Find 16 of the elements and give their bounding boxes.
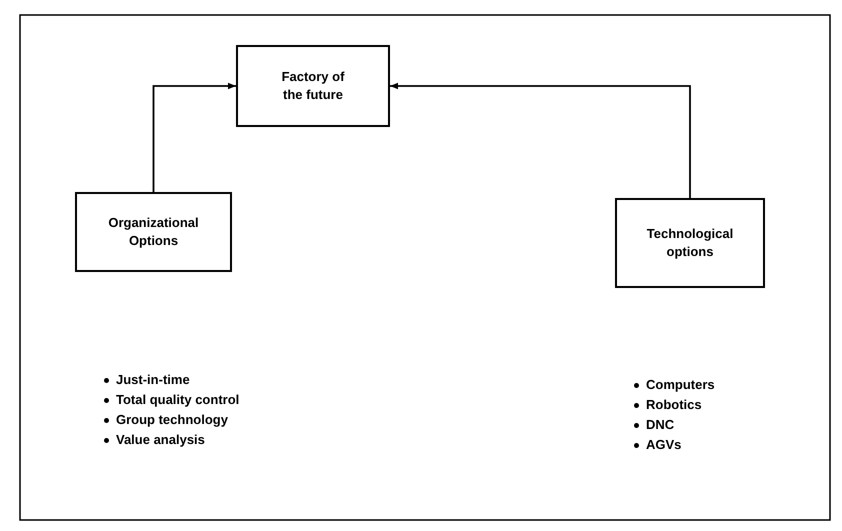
box-text: Organizational Options [107, 214, 200, 250]
box-text: Factory of the future [280, 68, 346, 104]
bullet-item: DNC [646, 417, 674, 432]
process-box [236, 45, 390, 127]
bullet-item: Computers [646, 377, 715, 392]
bullet-item: Total quality control [116, 392, 240, 407]
arrow [390, 82, 691, 198]
arrow [152, 82, 236, 192]
box-text: Technological options [646, 225, 734, 261]
bullet-item: Value analysis [116, 432, 205, 447]
bullet-item: Robotics [646, 397, 702, 412]
process-box [75, 192, 232, 272]
process-box [615, 198, 765, 288]
bullet-item: Group technology [116, 412, 228, 427]
bullet-item: Just-in-time [116, 372, 190, 387]
bullet-item: AGVs [646, 437, 682, 452]
